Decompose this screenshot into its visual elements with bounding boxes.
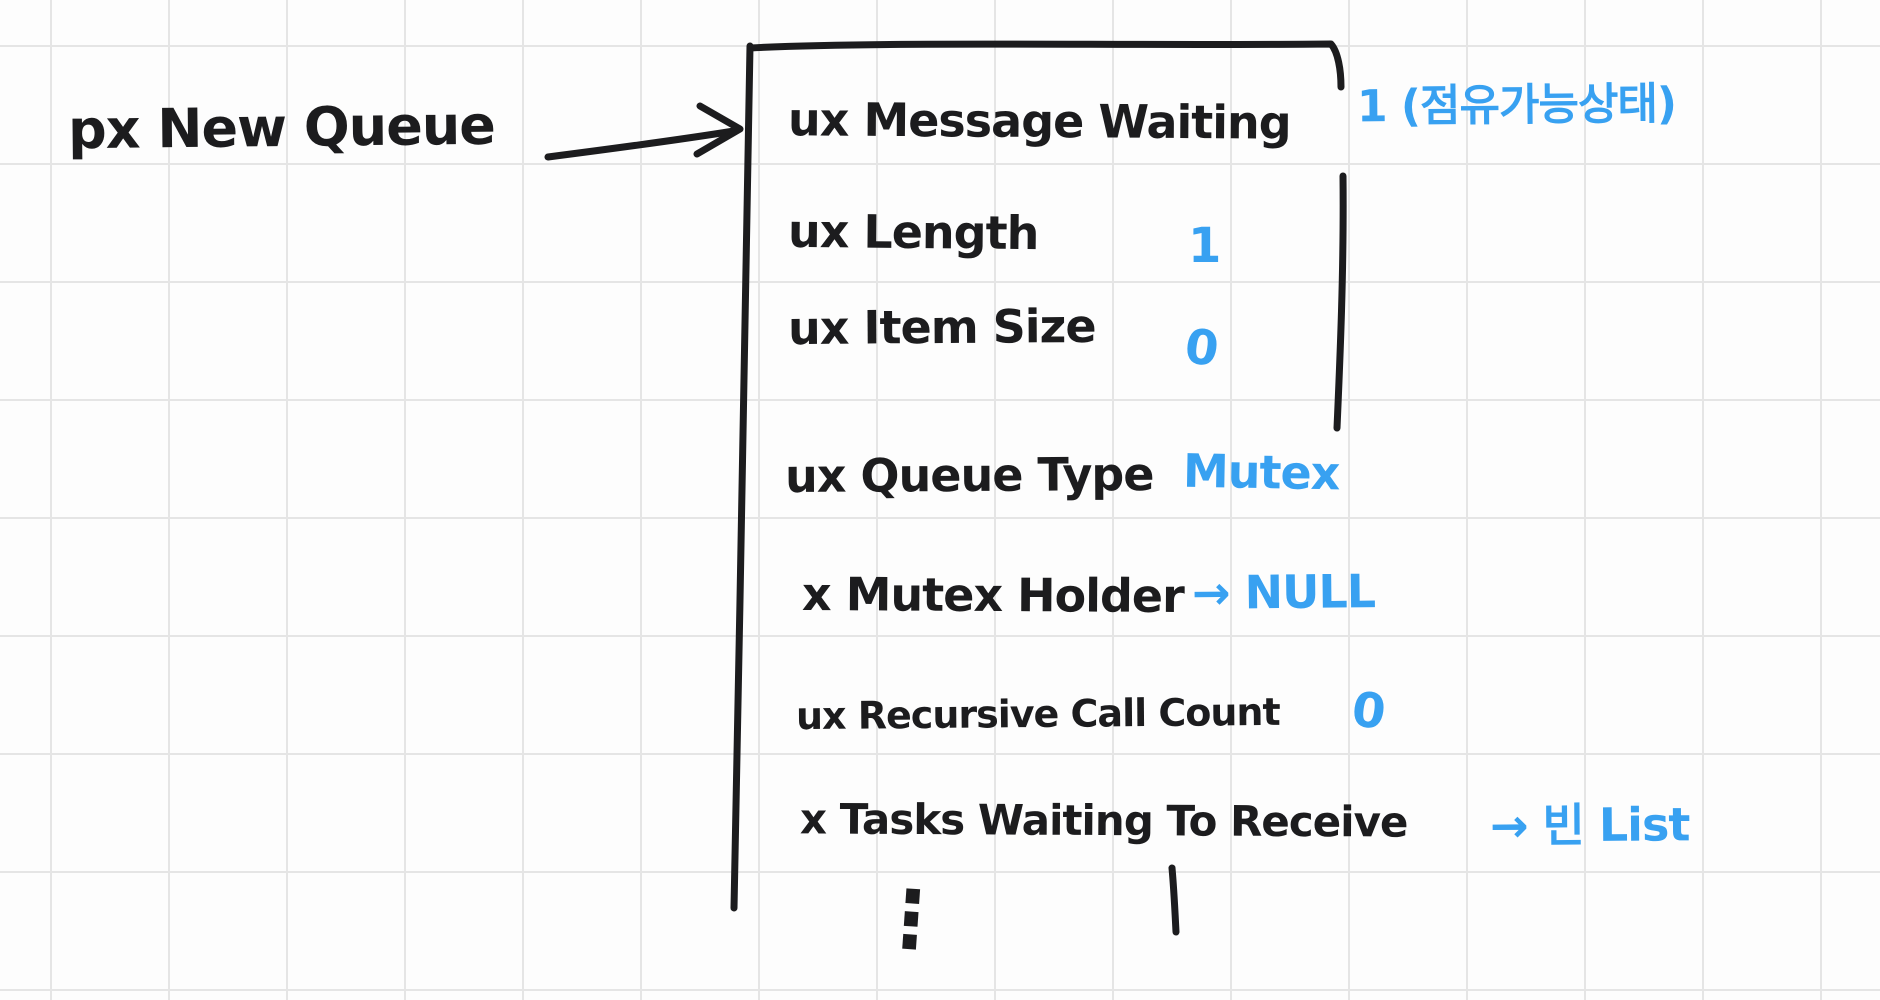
value-message-waiting: 1 (점유가능상태) xyxy=(1356,78,1677,133)
continuation-ellipsis: ⋮ xyxy=(869,872,953,968)
field-tasks-waiting-to-receive: x Tasks Waiting To Receive xyxy=(799,794,1408,847)
pointer-arrow xyxy=(544,102,744,161)
value-tasks-waiting-to-receive: → 빈 List xyxy=(1489,797,1690,853)
value-mutex-holder: → NULL xyxy=(1191,564,1376,620)
struct-box-outline xyxy=(730,40,1347,936)
value-queue-type: Mutex xyxy=(1182,443,1340,501)
field-length: ux Length xyxy=(787,203,1039,261)
pointer-label: px New Queue xyxy=(67,93,496,162)
value-length: 1 xyxy=(1188,218,1221,274)
field-mutex-holder: x Mutex Holder xyxy=(801,567,1184,623)
field-message-waiting: ux Message Waiting xyxy=(787,92,1291,150)
field-item-size: ux Item Size xyxy=(787,298,1096,356)
field-queue-type: ux Queue Type xyxy=(784,447,1154,503)
field-recursive-call-count: ux Recursive Call Count xyxy=(795,689,1280,739)
